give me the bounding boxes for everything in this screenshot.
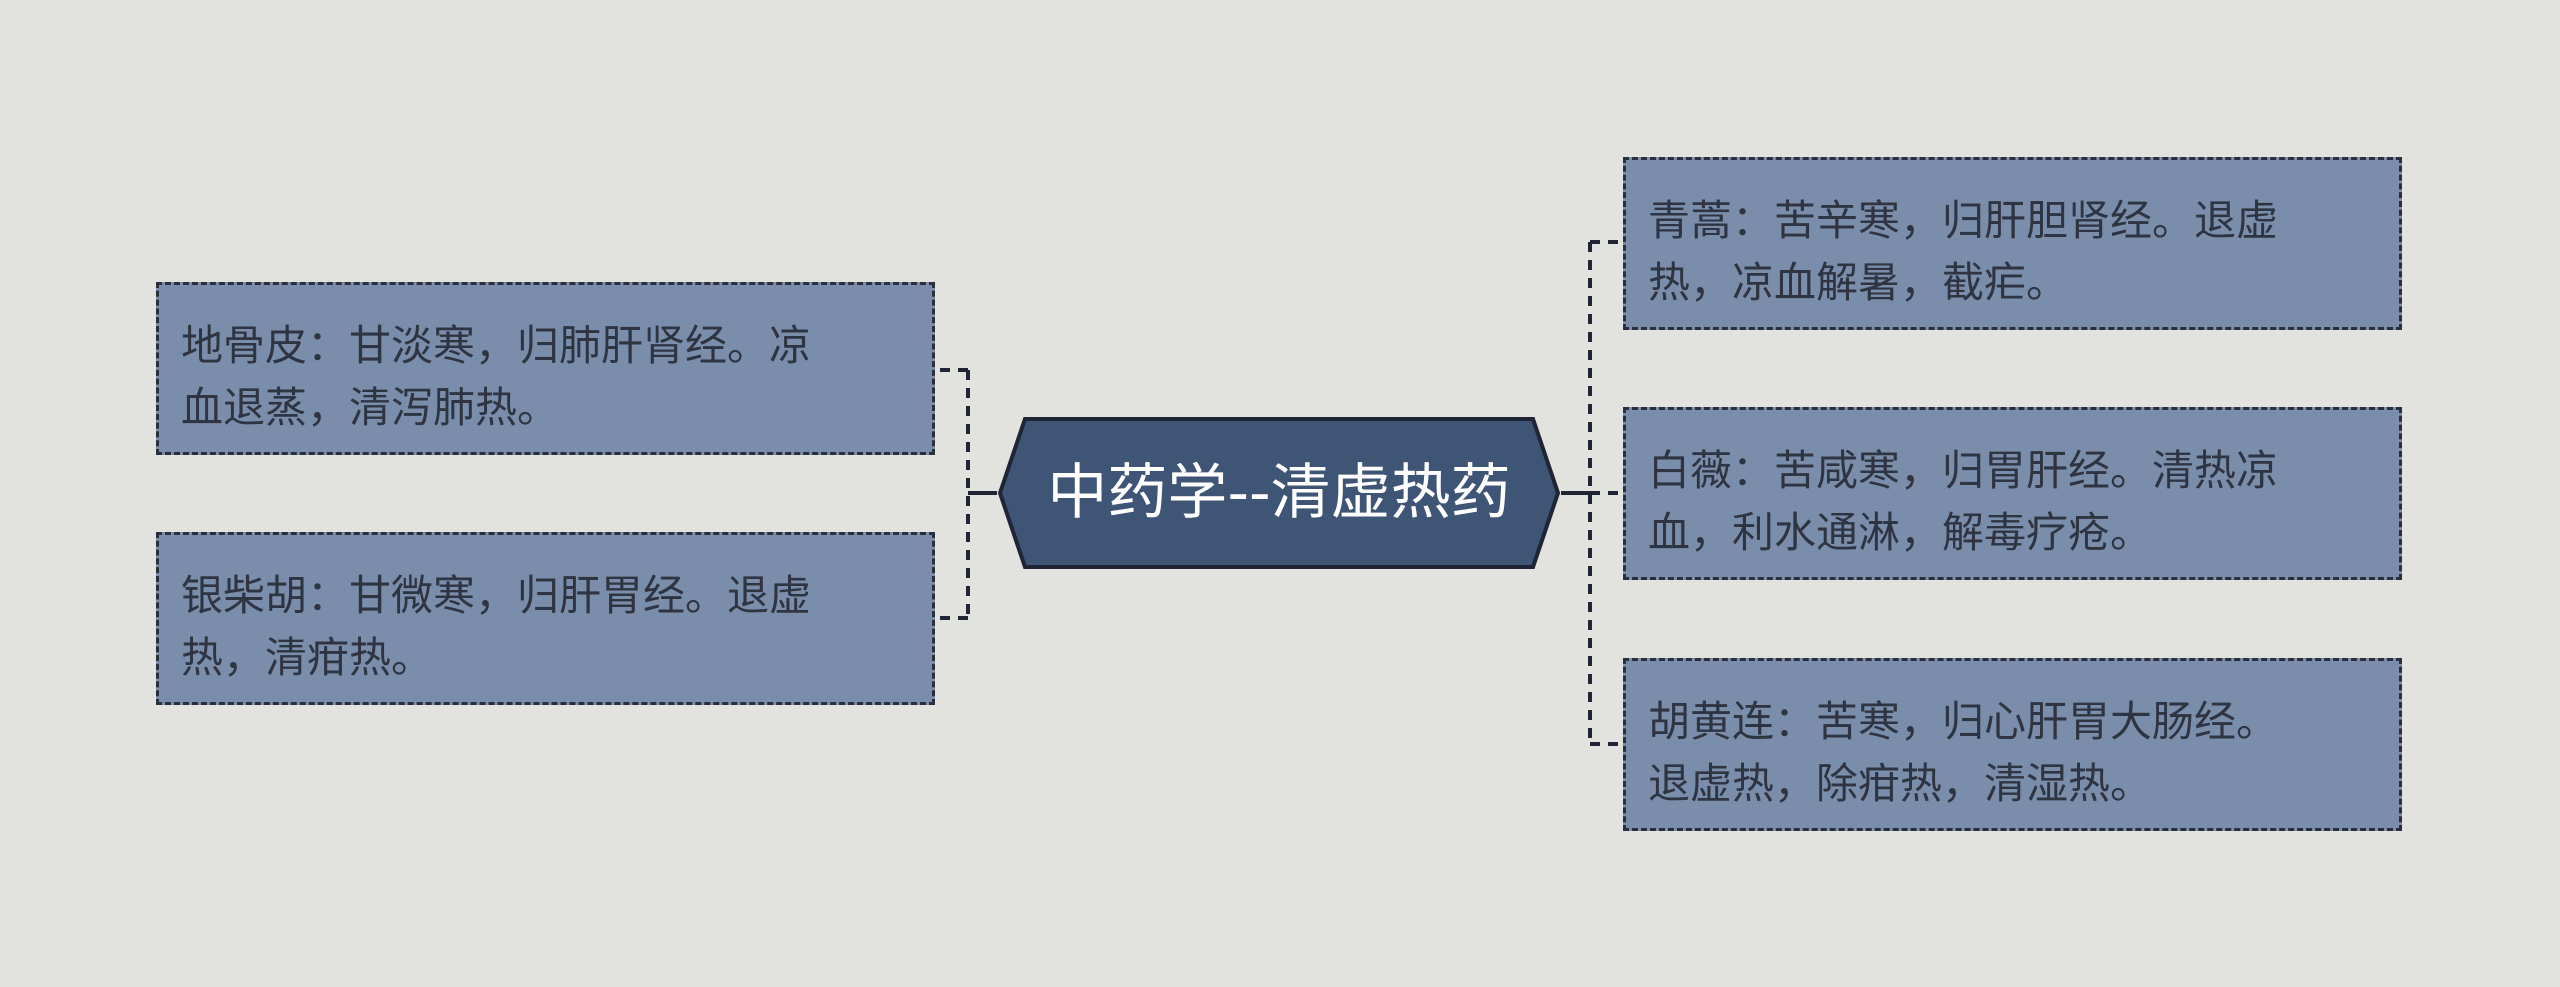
topic-baiwei[interactable]: 白薇：苦咸寒，归胃肝经。清热凉 血，利水通淋，解毒疗疮。 [1623,407,2402,580]
central-topic[interactable]: 中药学--清虚热药 [997,416,1561,570]
topic-text-line: 银柴胡：甘微寒，归肝胃经。退虚 [181,571,812,620]
topic-text-line: 退虚热，除疳热，清湿热。 [1648,759,2153,808]
topic-huhuanglian[interactable]: 胡黄连：苦寒，归心肝胃大肠经。 退虚热，除疳热，清湿热。 [1623,658,2402,831]
topic-text-line: 胡黄连：苦寒，归心肝胃大肠经。 [1648,697,2279,746]
central-topic-label: 中药学--清虚热药 [1047,458,1511,528]
central-topic-shape [997,417,1561,569]
topic-text-line: 白薇：苦咸寒，归胃肝经。清热凉 [1648,446,2279,495]
topic-text-line: 血退蒸，清泻肺热。 [181,383,560,432]
topic-text-line: 地骨皮：甘淡寒，归肺肝肾经。凉 [181,321,812,370]
topic-text-line: 血，利水通淋，解毒疗疮。 [1648,508,2153,557]
topic-qinghao[interactable]: 青蒿：苦辛寒，归肝胆肾经。退虚 热，凉血解暑，截疟。 [1623,157,2402,330]
topic-yinchaihu[interactable]: 银柴胡：甘微寒，归肝胃经。退虚 热，清疳热。 [156,532,935,705]
topic-text-line: 热，凉血解暑，截疟。 [1648,258,2069,307]
topic-text-line: 青蒿：苦辛寒，归肝胆肾经。退虚 [1648,196,2279,245]
topic-digupi[interactable]: 地骨皮：甘淡寒，归肺肝肾经。凉 血退蒸，清泻肺热。 [156,282,935,455]
topic-text-line: 热，清疳热。 [181,633,434,682]
